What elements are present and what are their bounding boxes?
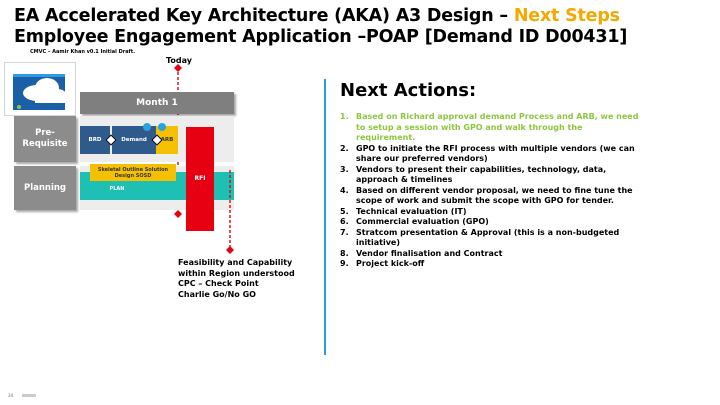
- list-item-text: GPO to initiate the RFI process with mul…: [356, 143, 635, 164]
- list-item-number: 5.: [340, 206, 349, 216]
- today-bottom-diamond: [174, 210, 182, 218]
- list-item-number: 2.: [340, 143, 349, 153]
- page-number: 34: [8, 393, 14, 398]
- page-title: EA Accelerated Key Architecture (AKA) A3…: [14, 5, 620, 27]
- list-item-text: Vendors to present their capabilities, t…: [356, 164, 607, 185]
- plan-label: PLAN: [109, 186, 125, 192]
- list-item-text: Stratcom presentation & Approval (this i…: [356, 227, 620, 248]
- list-item-number: 1.: [340, 112, 349, 121]
- title-main: EA Accelerated Key Architecture (AKA) A3…: [14, 6, 514, 26]
- list-item-number: 7.: [340, 227, 349, 237]
- list-item-number: 8.: [340, 248, 349, 258]
- rfi-bar: [186, 127, 214, 231]
- list-item: 5. Technical evaluation (IT): [340, 207, 640, 218]
- list-item: 6. Commercial evaluation (GPO): [340, 217, 640, 228]
- lane-label-prerequisite: Pre- Requisite: [14, 116, 76, 162]
- list-item-text: Technical evaluation (IT): [356, 206, 467, 216]
- checkpoint-diamond: [226, 246, 234, 254]
- list-item: 2. GPO to initiate the RFI process with …: [340, 144, 640, 165]
- checkpoint-line: [226, 170, 234, 254]
- list-item: 1. Based on Richard approval demand Proc…: [340, 112, 640, 144]
- list-item: 8. Vendor finalisation and Contract: [340, 249, 640, 260]
- list-item: 7. Stratcom presentation & Approval (thi…: [340, 228, 640, 249]
- arb-box: ARB: [156, 126, 178, 154]
- arb-label: ARB: [160, 137, 174, 143]
- checkpoint-line-2: within Region understood: [178, 268, 295, 278]
- list-item-number: 9.: [340, 259, 349, 268]
- list-item-text: Based on different vendor proposal, we n…: [356, 185, 633, 206]
- month-header: Month 1: [80, 92, 234, 114]
- checkpoint-line-1: Feasibility and Capability: [178, 258, 293, 267]
- list-item: 9. Project kick-off: [340, 259, 640, 270]
- status-dot-icon: [158, 123, 166, 131]
- list-item-number: 6.: [340, 217, 349, 226]
- checkpoint-line-4: Charlie Go/No GO: [178, 289, 256, 299]
- sosd-box: Skeletal Outline Solution Design SOSD: [90, 164, 176, 181]
- today-label: Today: [166, 56, 192, 65]
- list-item-text: Commercial evaluation (GPO): [356, 217, 489, 226]
- checkpoint-note: Feasibility and Capability within Region…: [178, 258, 295, 300]
- checkpoint-line-3: CPC – Check Point: [178, 279, 259, 288]
- next-actions-list: 1. Based on Richard approval demand Proc…: [340, 112, 640, 270]
- list-item-number: 3.: [340, 164, 349, 174]
- list-item-text: Based on Richard approval demand Process…: [356, 112, 639, 142]
- list-item-text: Vendor finalisation and Contract: [356, 248, 503, 258]
- lane-label-text: Planning: [23, 182, 67, 193]
- cloud-logo-icon: [4, 62, 76, 116]
- demand-box: Demand: [112, 126, 156, 154]
- lane-label-planning: Planning: [14, 166, 76, 210]
- brd-box: BRD: [80, 126, 110, 154]
- title-highlight: Next Steps: [513, 6, 620, 26]
- rfi-label: RFI: [194, 175, 206, 182]
- status-dot-icon: [143, 123, 151, 131]
- demand-label: Demand: [121, 137, 147, 143]
- lane-label-text: Pre- Requisite: [22, 128, 68, 149]
- draft-note: CMVC – Aamir Khan v0.1 Initial Draft.: [30, 49, 136, 55]
- today-top-diamond: [174, 64, 182, 72]
- footer-mark: [22, 394, 36, 397]
- brd-label: BRD: [88, 137, 102, 143]
- list-item: 3. Vendors to present their capabilities…: [340, 165, 640, 186]
- next-actions-heading: Next Actions:: [340, 80, 477, 101]
- page-subtitle: Employee Engagement Application –POAP [D…: [14, 27, 628, 47]
- vertical-divider: [324, 79, 326, 355]
- list-item-number: 4.: [340, 185, 349, 195]
- list-item: 4. Based on different vendor proposal, w…: [340, 186, 640, 207]
- list-item-text: Project kick-off: [356, 259, 425, 268]
- sosd-label: Skeletal Outline Solution Design SOSD: [97, 166, 169, 179]
